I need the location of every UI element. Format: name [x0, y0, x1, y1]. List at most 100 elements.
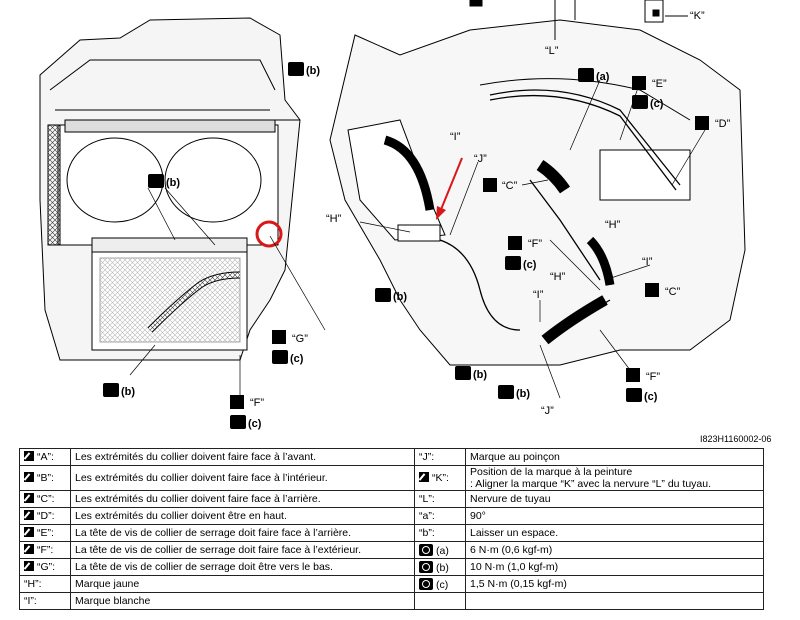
wrench-symbol-icon — [24, 493, 34, 503]
legend-left-key: “A”: — [19, 448, 71, 466]
callout-i-1: “I” — [450, 131, 461, 143]
svg-text:“J”: “J” — [541, 405, 554, 417]
legend-left-text: Les extrémités du collier doivent faire … — [70, 465, 415, 491]
legend-row: “D”: Les extrémités du collier doivent êt… — [19, 507, 764, 525]
legend-left-key: “D”: — [19, 507, 71, 525]
coolant-reservoir — [347, 119, 446, 242]
legend-left-text: Les extrémités du collier doivent faire … — [70, 448, 415, 466]
legend-left-key-text: “C”: — [37, 493, 55, 505]
svg-text:(b): (b) — [393, 291, 407, 303]
callout-b-6: (b) — [498, 385, 530, 400]
wrench-symbol-icon — [419, 472, 429, 482]
callout-b-4: (b) — [375, 288, 407, 303]
hoses-right-hatched — [536, 160, 615, 345]
legend-right-key-text: (c) — [436, 578, 449, 591]
leader-lines — [129, 79, 706, 399]
callout-c-3: “C” — [483, 178, 518, 192]
callout-c-2: (c) — [272, 350, 304, 365]
svg-text:“G”: “G” — [292, 333, 308, 345]
legend-left-text: Marque jaune — [70, 575, 415, 593]
svg-text:“F”: “F” — [528, 238, 542, 250]
legend-right-text-main: Nervure de tuyau — [470, 493, 551, 505]
legend-row: “I”:Marque blanche — [19, 592, 764, 610]
legend-right-text: 1,5 N·m (0,15 kgf-m) — [465, 575, 764, 593]
svg-text:(b): (b) — [121, 386, 135, 398]
svg-text:“D”: “D” — [715, 118, 731, 130]
torque-wrench-icon — [419, 560, 433, 573]
torque-wrench-icon — [419, 577, 433, 590]
legend-left-key: “E”: — [19, 524, 71, 542]
radiator-upper — [47, 119, 300, 246]
red-arrow — [436, 157, 463, 220]
callout-k: “K” — [690, 10, 705, 22]
legend-right-text-main: 10 N·m (1,0 kgf-m) — [470, 561, 559, 573]
legend-left-key-text: “F”: — [37, 544, 54, 556]
svg-text:“C”: “C” — [502, 180, 518, 192]
callout-l: “L” — [545, 45, 559, 57]
legend-left-text: La tête de vis de collier de serrage doi… — [70, 541, 415, 559]
callout-i-3: “I” — [533, 289, 544, 301]
legend-left-key: “F”: — [19, 541, 71, 559]
svg-text:“H”: “H” — [326, 213, 342, 225]
figure-reference-code: I823H1160002-06 — [700, 434, 772, 444]
legend-left-text: Les extrémités du collier doivent être e… — [70, 507, 415, 525]
legend-left-key-text: “D”: — [37, 510, 55, 522]
legend-row: “C”: Les extrémités du collier doivent fa… — [19, 490, 764, 508]
svg-text:“C”: “C” — [665, 286, 681, 298]
legend-right-text: Position de la marque à la peinture: Ali… — [465, 465, 764, 491]
legend-right-key: “a”: — [414, 507, 466, 525]
svg-text:(c): (c) — [523, 259, 537, 271]
radiator-lower — [91, 237, 248, 351]
wrench-symbol-icon — [24, 451, 34, 461]
svg-text:“H”: “H” — [605, 219, 621, 231]
svg-text:(c): (c) — [248, 418, 262, 430]
legend-left-key-text: “H”: — [24, 578, 42, 590]
callout-c-5: (c) — [632, 95, 664, 110]
torque-wrench-icon — [419, 543, 433, 556]
callout-f-1: “F” — [230, 395, 264, 409]
callout-j-2: “J” — [541, 405, 554, 417]
svg-text:“I”: “I” — [533, 289, 544, 301]
legend-left-text: La tête de vis de collier de serrage doi… — [70, 524, 415, 542]
wrench-symbol-icon — [24, 510, 34, 520]
legend-right-key: (c) — [414, 575, 466, 593]
legend-right-text: 90° — [465, 507, 764, 525]
svg-text:“J”: “J” — [474, 153, 487, 165]
inset-fragments — [469, 0, 688, 40]
callout-a: (a) — [578, 68, 610, 83]
svg-text:(c): (c) — [650, 98, 664, 110]
legend-right-text-main: Marque au poinçon — [470, 451, 560, 463]
legend-row: “E”:La tête de vis de collier de serrage… — [19, 524, 764, 542]
legend-row: “H”: Marque jaune (c) 1,5 N·m (0,15 kgf-m) — [19, 575, 764, 593]
callout-b-5: (b) — [455, 366, 487, 381]
wrench-symbol-icon — [24, 527, 34, 537]
legend-right-key-text: “L”: — [419, 493, 435, 505]
legend-row: “F”: La tête de vis de collier de serrage… — [19, 541, 764, 559]
callout-c-4: (c) — [505, 256, 537, 271]
legend-left-key: “I”: — [19, 592, 71, 610]
svg-text:“I”: “I” — [642, 256, 653, 268]
callout-e: “E” — [632, 76, 667, 90]
callout-c-1: (c) — [230, 415, 262, 430]
legend-left-key: “H”: — [19, 575, 71, 593]
legend-right-text: Nervure de tuyau — [465, 490, 764, 508]
legend-left-text: Les extrémités du collier doivent faire … — [70, 490, 415, 508]
callout-c-6: “C” — [645, 283, 681, 298]
svg-text:(c): (c) — [290, 353, 304, 365]
callout-d: “D” — [695, 116, 731, 130]
svg-text:“I”: “I” — [450, 131, 461, 143]
legend-table: “A”:Les extrémités du collier doivent fa… — [19, 448, 764, 610]
svg-text:(a): (a) — [596, 71, 610, 83]
callout-j-1: “J” — [474, 153, 487, 165]
wrench-symbol-icon — [24, 472, 34, 482]
callout-f-3: “F” — [626, 368, 660, 383]
legend-left-key-text: “I”: — [24, 595, 37, 607]
cooling-system-diagram: (b) (b) (b) (c) “F” “G” (c) “H” “I” “J” … — [39, 0, 746, 430]
legend-right-key: (a) — [414, 541, 466, 559]
legend-right-key-text: “b”: — [419, 527, 435, 539]
legend-right-key-text: “K”: — [432, 472, 449, 484]
svg-text:“H”: “H” — [550, 271, 566, 283]
legend-right-text: Marque au poinçon — [465, 448, 764, 466]
callout-h-3: “H” — [550, 271, 566, 283]
callout-h-2: “H” — [605, 219, 621, 231]
